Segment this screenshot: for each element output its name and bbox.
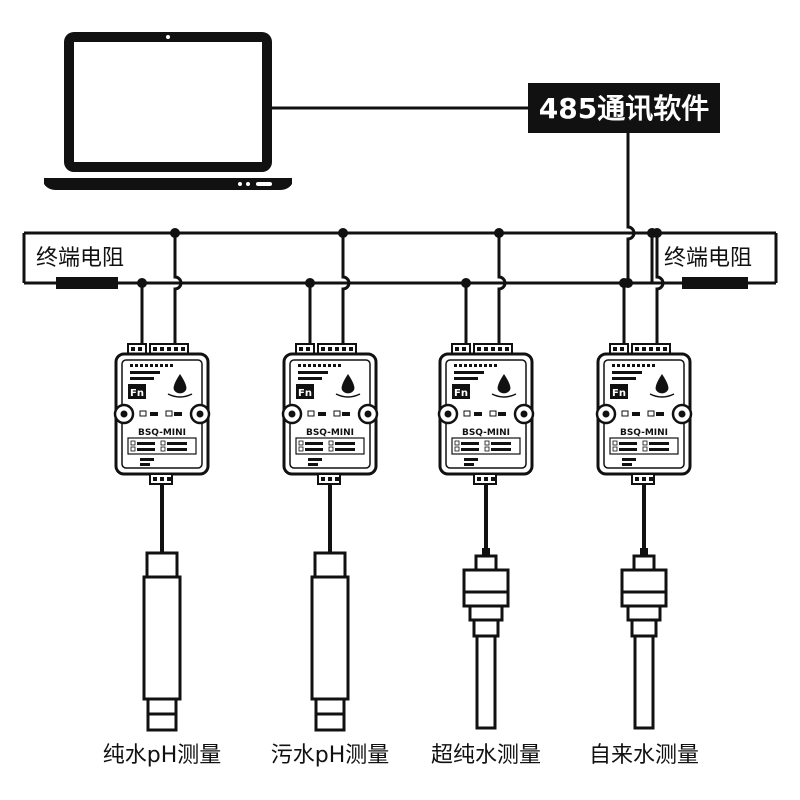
devices-group: FnBSQ-MINI纯水pH测量FnBSQ-MINI污水pH测量FnBSQ-MI… [103, 228, 699, 768]
junction-dot [461, 278, 471, 288]
junction-dot [619, 278, 629, 288]
fn-label: Fn [454, 388, 468, 399]
fn-label: Fn [298, 388, 312, 399]
fn-label: Fn [612, 388, 626, 399]
terminal-resistor-right-label: 终端电阻 [664, 246, 752, 271]
fn-label: Fn [130, 388, 144, 399]
terminal-resistor-right: 终端电阻 [664, 246, 752, 289]
sensor-measurement-label: 自来水测量 [589, 743, 699, 768]
water-drop-icon [491, 374, 517, 398]
fn-button [128, 384, 146, 399]
sensor-measurement-label: 污水pH测量 [271, 743, 390, 768]
terminal-resistor-left-label: 终端电阻 [36, 246, 124, 271]
junction-dot [652, 228, 662, 238]
bus-wire-a [655, 233, 665, 345]
sensor-measurement-label: 纯水pH测量 [103, 743, 222, 768]
junction-dot [305, 278, 315, 288]
fn-button [296, 384, 314, 399]
sensor-measurement-label: 超纯水测量 [431, 743, 541, 768]
ph-probe-icon [142, 551, 182, 732]
conductivity-probe-icon [462, 548, 510, 730]
junction-dot [338, 228, 348, 238]
software-label-box: 485通讯软件 [528, 83, 720, 133]
software-label: 485通讯软件 [539, 92, 709, 125]
module-model-label: BSQ-MINI [306, 428, 354, 438]
junction-dot [170, 228, 180, 238]
ph-probe-icon [310, 551, 350, 732]
fn-button [610, 384, 628, 399]
laptop-icon [44, 32, 292, 190]
junction-dot [137, 278, 147, 288]
water-drop-icon [335, 374, 361, 398]
fn-button [452, 384, 470, 399]
conductivity-probe-icon [620, 548, 668, 730]
bus-wire-a [341, 233, 351, 345]
terminal-resistor-left: 终端电阻 [36, 246, 124, 289]
water-drop-icon [167, 374, 193, 398]
software-bus-wires [626, 133, 654, 283]
junction-dot [494, 228, 504, 238]
bus-wire-a [173, 233, 183, 345]
module-model-label: BSQ-MINI [462, 428, 510, 438]
module-model-label: BSQ-MINI [138, 428, 186, 438]
module-model-label: BSQ-MINI [620, 428, 668, 438]
water-drop-icon [649, 374, 675, 398]
bus-wire-a [497, 233, 507, 345]
